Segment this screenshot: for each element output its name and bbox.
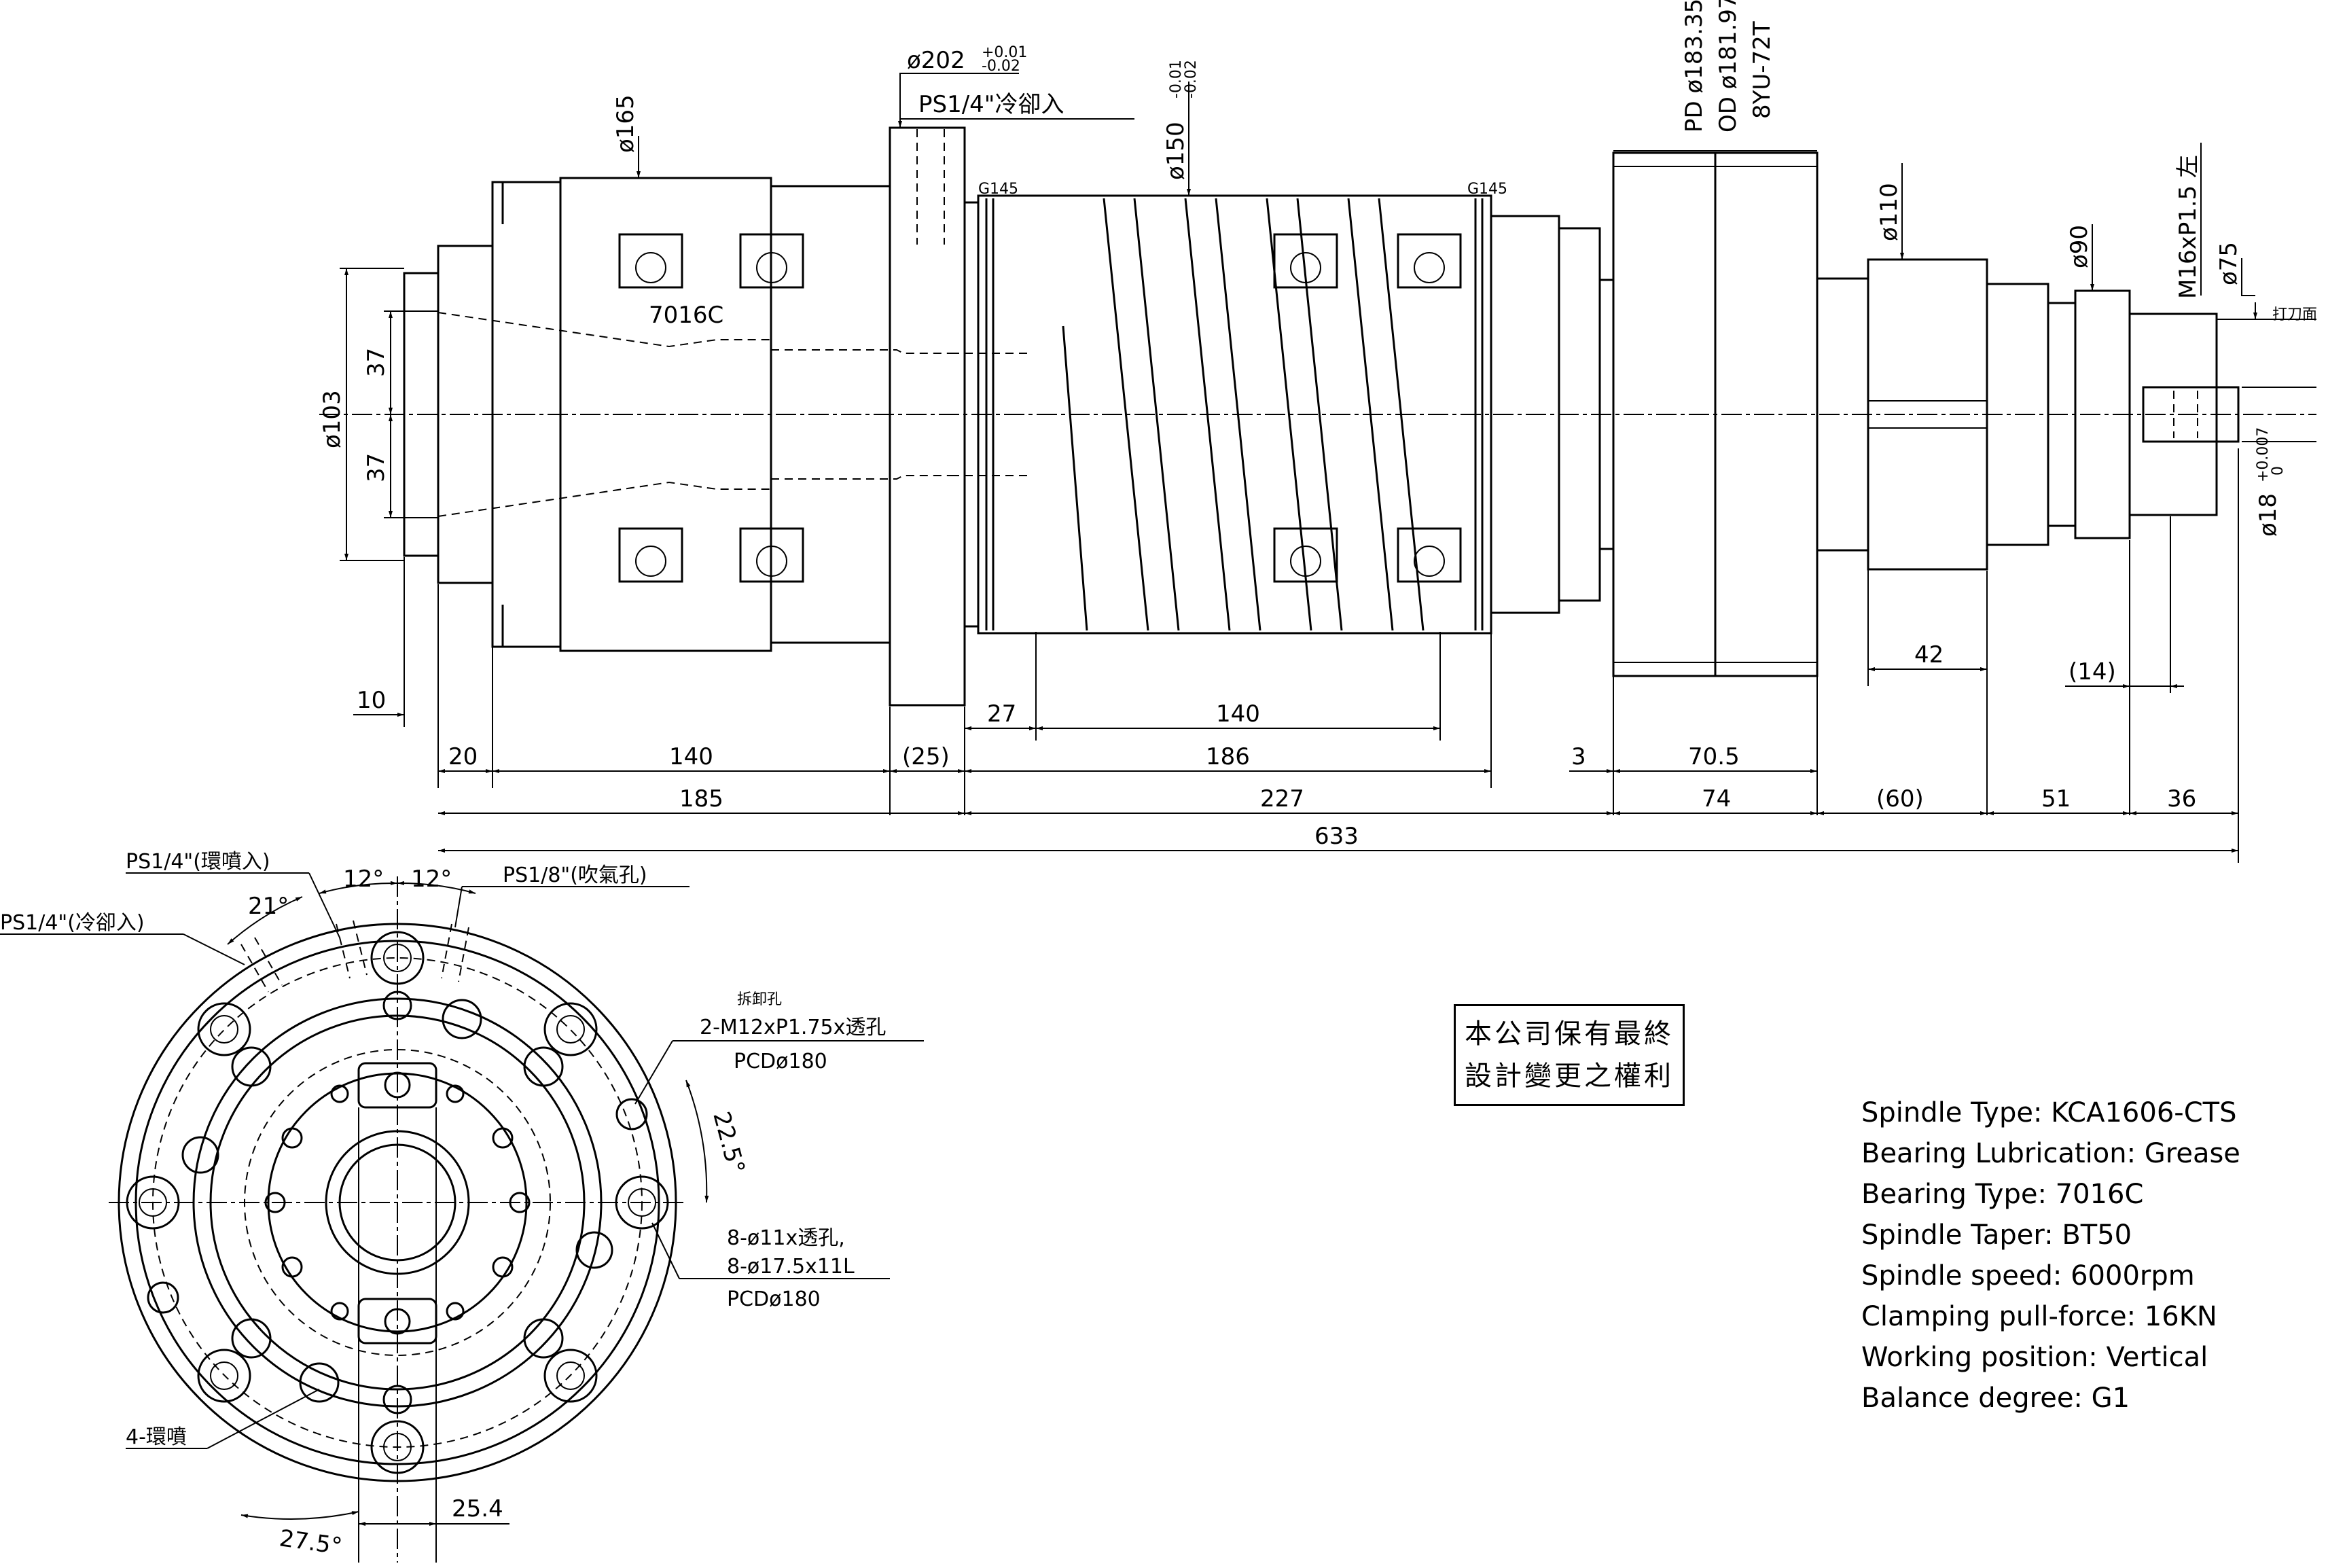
spindle-specs: Spindle Type: KCA1606-CTS Bearing Lubric… [1861, 1092, 2296, 1419]
angle-22-5: 22.5° [707, 1109, 750, 1177]
dim-d75: ø75 [2215, 242, 2242, 285]
coolant-inlet-front-label: PS1/4"(冷卻入) [0, 911, 145, 935]
housing-face [192, 997, 603, 1408]
spindle-taper [437, 312, 771, 517]
spindle-bore [325, 1130, 470, 1275]
spec-position: Working position: Vertical [1861, 1342, 2208, 1373]
g145-left: G145 [978, 181, 1018, 198]
mounting-flange [889, 126, 966, 707]
mounting-holes [126, 931, 669, 1474]
side-view-dimensions: ø103 37 37 ø165 ø202 +0.01 -0.02 PS1/4"冷… [319, 0, 2317, 863]
dim-10: 10 [357, 687, 386, 714]
dim-51: 51 [2041, 785, 2071, 813]
dim-d150-tol-upper: -0.01 [1168, 60, 1185, 99]
dim-d202-tol-lower: -0.02 [982, 58, 1020, 75]
gear-pd: PD ø183.35 [1681, 0, 1708, 132]
dim-27: 27 [987, 700, 1016, 728]
front-view: PS1/4"(環噴入) PS1/4"(冷卻入) PS1/8"(吹氣孔) 21° … [0, 850, 924, 1563]
dim-d18-tol-upper: +0.007 [2255, 427, 2272, 482]
dim-60: (60) [1876, 785, 1924, 813]
spec-taper: Spindle Taper: BT50 [1861, 1219, 2132, 1251]
dim-d90: ø90 [2066, 225, 2093, 268]
dim-m16: M16xP1.5 左 [2174, 155, 2202, 299]
angle-21: 21° [248, 893, 289, 920]
pcd-outer [152, 957, 643, 1448]
gear-teeth: 8YU-72T [1749, 21, 1776, 119]
dim-d150-tol-lower: -0.02 [1183, 60, 1200, 99]
air-blow-label: PS1/8"(吹氣孔) [503, 863, 647, 887]
spec-lubrication: Bearing Lubrication: Grease [1861, 1138, 2240, 1169]
design-change-notice: 本公司保有最終 設計變更之權利 [1454, 1004, 1685, 1106]
dim-14: (14) [2069, 658, 2116, 685]
dim-d18-tol-lower: 0 [2270, 466, 2287, 476]
spec-pull-force: Clamping pull-force: 16KN [1861, 1301, 2217, 1332]
gear-od: OD ø181.97 [1715, 0, 1742, 132]
dim-d150: ø150 [1162, 122, 1189, 180]
dim-37-upper: 37 [363, 348, 390, 377]
notice-line-2: 設計變更之權利 [1465, 1061, 1674, 1092]
drawbar-end [2142, 386, 2240, 443]
dim-d202-tol-upper: +0.01 [982, 44, 1027, 61]
dim-74: 74 [1702, 785, 1731, 813]
inner-holes [147, 991, 648, 1414]
dim-d202: ø202 [907, 47, 965, 74]
removal-hole-title: 拆卸孔 [737, 991, 782, 1008]
radial-ports [240, 920, 469, 993]
side-view: 7016C [319, 126, 2316, 707]
cooling-helix [1062, 198, 1425, 631]
dim-d103: ø103 [319, 390, 346, 448]
dim-70-5: 70.5 [1688, 743, 1740, 770]
bearing-symbols [618, 233, 1462, 583]
flange-outline [118, 923, 677, 1482]
dim-185: 185 [679, 785, 723, 813]
dim-25-4: 25.4 [452, 1495, 503, 1522]
notice-line-1: 本公司保有最終 [1465, 1018, 1674, 1050]
pcd-inner [244, 1049, 551, 1356]
angle-12-a: 12° [343, 866, 384, 893]
mount-holes-2: 8-ø17.5x11L [727, 1255, 855, 1279]
dim-42: 42 [1914, 641, 1944, 669]
dim-140b: 140 [1216, 700, 1260, 728]
dim-d165: ø165 [612, 94, 639, 153]
dim-227: 227 [1260, 785, 1304, 813]
dim-633: 633 [1314, 823, 1359, 850]
dim-140a: 140 [669, 743, 713, 770]
removal-hole-pcd: PCDø180 [734, 1050, 827, 1073]
dim-3: 3 [1571, 743, 1586, 770]
bearing-label: 7016C [649, 302, 723, 329]
spec-balance: Balance degree: G1 [1861, 1383, 2130, 1414]
dim-d110: ø110 [1876, 183, 1903, 241]
spec-speed: Spindle speed: 6000rpm [1861, 1260, 2195, 1291]
mount-holes-1: 8-ø11x透孔, [727, 1226, 845, 1250]
drive-key-top [357, 1062, 437, 1109]
dim-d18: ø18 [2255, 493, 2282, 537]
removal-hole-spec: 2-M12xP1.75x透孔 [700, 1016, 886, 1039]
ring-spray-inlet-label: PS1/4"(環噴入) [126, 850, 270, 874]
ring-spray-label: 4-環噴 [126, 1425, 187, 1449]
dim-20: 20 [448, 743, 478, 770]
dim-25: (25) [902, 743, 950, 770]
tool-face-label: 打刀面 [2272, 306, 2317, 323]
spec-type: Spindle Type: KCA1606-CTS [1861, 1097, 2237, 1128]
angle-12-b: 12° [411, 866, 452, 893]
coolant-port [916, 129, 945, 245]
mount-holes-pcd: PCDø180 [727, 1287, 821, 1311]
dim-37-lower: 37 [363, 453, 390, 482]
g145-right: G145 [1467, 181, 1507, 198]
coolant-inlet-label: PS1/4"冷卻入 [918, 91, 1064, 118]
dim-36: 36 [2167, 785, 2196, 813]
angle-27-5: 27.5° [278, 1525, 344, 1561]
spec-bearing: Bearing Type: 7016C [1861, 1179, 2144, 1210]
dim-186: 186 [1206, 743, 1250, 770]
